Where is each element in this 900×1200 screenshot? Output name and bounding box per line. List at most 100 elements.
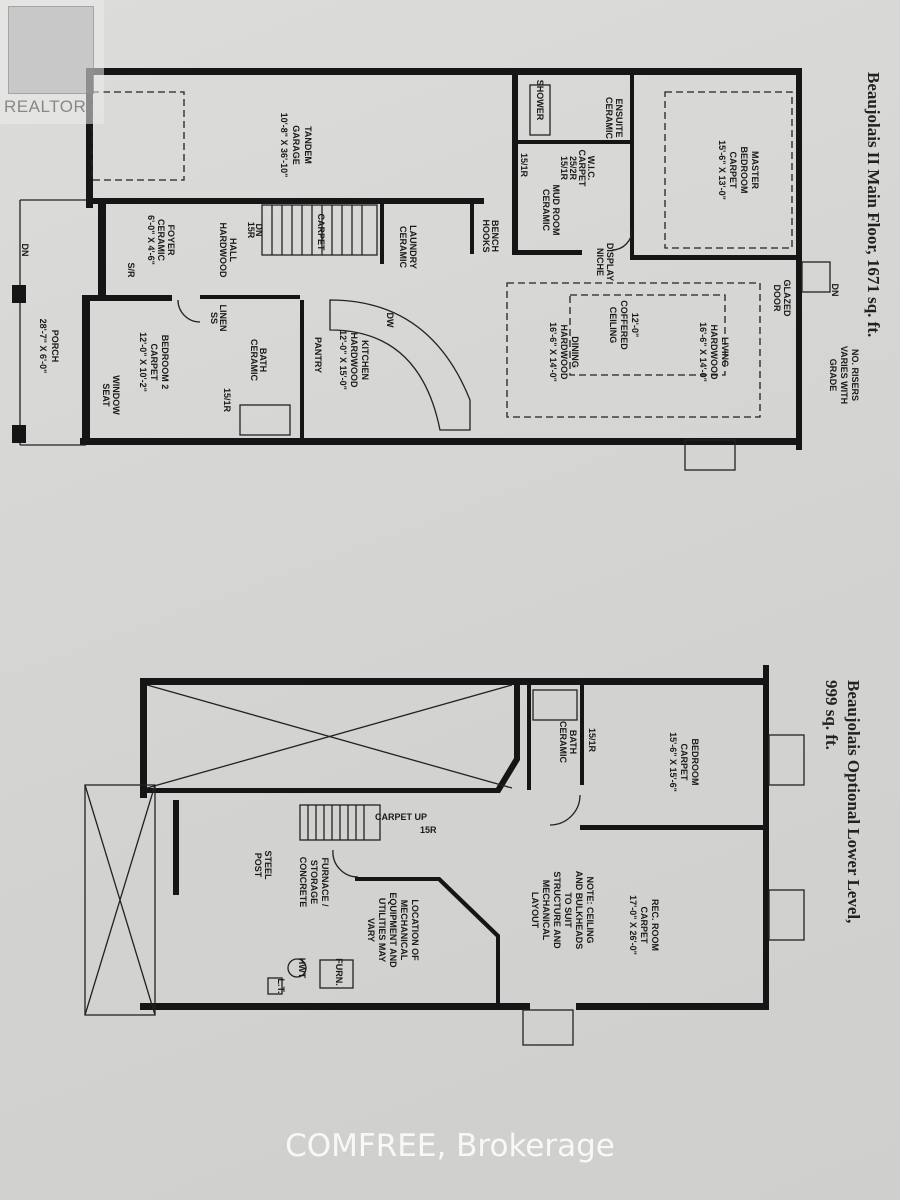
lower-right-wall	[763, 665, 769, 1010]
lower-level-label-bedroom: CARPET	[679, 743, 689, 781]
master-dashed-outline	[664, 91, 793, 249]
main-floor-label-side-dn: DN	[830, 284, 840, 297]
window-well	[522, 1009, 574, 1046]
main-floor-label-foyer: FOYER	[166, 224, 176, 256]
lower-level-label-rec: 17'-0" X 26'-0"	[628, 895, 638, 955]
main-floor-label-bath-risers: 15/1R	[222, 388, 232, 413]
main-floor-label-bedroom2: CARPET	[149, 343, 159, 381]
lower-level-plan	[84, 665, 805, 1046]
main-floor-label-bedroom2: 12'-0" X 10'-2"	[138, 332, 148, 392]
kitchen-left-wall	[300, 300, 304, 440]
lower-level-label-furn: FURN.	[334, 958, 344, 986]
main-floor-label-window-seat: SEAT	[101, 383, 111, 407]
lower-level-label-steel: STEEL	[263, 850, 273, 880]
main-floor-label-linen: LINEN	[218, 305, 228, 332]
main-floor-label-living: HARDWOOD	[709, 325, 719, 380]
main-floor-label-bath: CERAMIC	[249, 339, 259, 381]
main-floor-label-ensuite: ENSUITE	[614, 98, 624, 137]
lower-left-wall	[140, 678, 147, 798]
main-floor-label-niche: NICHE	[595, 248, 605, 276]
lower-level-label-bath-risers: 15/1R	[587, 728, 597, 753]
main-floor-label-mudroom: MUD ROOM	[551, 185, 561, 236]
lower-bathtub	[532, 689, 578, 721]
porch-outline	[19, 199, 86, 446]
unexcavated-wall	[143, 685, 520, 793]
main-floor-label-hall: HALL	[228, 238, 238, 262]
main-floor-label-porch: PORCH	[50, 330, 60, 363]
main-floor-label-garage: 10'-8" X 36'-10"	[279, 113, 289, 178]
main-floor-label-dining: HARDWOOD	[559, 325, 569, 380]
main-floor-title: Beaujolais II Main Floor, 1671 sq. ft.	[864, 72, 883, 337]
lower-level-label-bath: BATH	[568, 730, 578, 754]
main-floor-label-risers: NO. RISERS	[850, 349, 860, 401]
main-floor-label-garage: GARAGE	[291, 125, 301, 165]
unexcavated-porch-area	[84, 784, 156, 1016]
lower-level-label-note: NOTE: CEILING	[585, 877, 595, 944]
lower-stairs	[299, 804, 381, 841]
main-floor-label-glazed: DOOR	[772, 285, 782, 313]
lower-level-label-bedroom: 15'-6" X 15'-6"	[668, 732, 678, 792]
main-floor-label-foyer-risers: S/R	[126, 262, 136, 278]
hot-water-tank	[287, 958, 307, 978]
porch-column	[12, 285, 26, 303]
main-floor-label-laundry: CERAMIC	[398, 226, 408, 268]
main-floor-label-porch-dn: DN	[20, 244, 30, 257]
main-floor-label-stair-carpet: CARPET	[316, 213, 326, 251]
bath-left-wall	[527, 685, 531, 790]
lower-stair-risers: 15R	[420, 825, 437, 835]
lower-level-label-note: LAYOUT	[530, 892, 540, 929]
realtor-logo: REALTOR	[0, 0, 104, 124]
realtor-logo-text: REALTOR	[4, 97, 87, 116]
lower-level-title-line2: 999 sq. ft.	[822, 680, 841, 750]
bay-window	[684, 439, 736, 471]
bedroom2-top-wall	[82, 295, 172, 301]
lower-level-label-hwt: HWT	[297, 958, 307, 979]
suite-left-wall	[512, 75, 518, 255]
lower-level-label-location: EQUIPMENT AND	[388, 892, 398, 968]
lower-level-label-note: AND BULKHEADS	[574, 871, 584, 950]
main-floor-label-wic: CARPET	[577, 149, 587, 187]
main-floor-label-kitchen: HARDWOOD	[349, 333, 359, 388]
bathtub	[239, 404, 291, 436]
main-floor-label-bath: BATH	[258, 348, 268, 372]
lower-stair-label: CARPET UP	[375, 812, 427, 822]
main-floor-label-ceiling: 12'-0"	[630, 313, 640, 337]
foyer-left-wall	[98, 198, 106, 298]
main-floor-label-master: CARPET	[728, 151, 738, 189]
porch-area-cross	[84, 784, 156, 1016]
main-floor-label-wic: 25/2R	[568, 156, 578, 181]
main-floor-label-bench: BENCH	[490, 220, 500, 252]
garage-dashed-outline	[91, 91, 185, 181]
main-floor-label-stair-dn: DN	[254, 224, 264, 237]
main-floor-label-hall: HARDWOOD	[218, 223, 228, 278]
bedroom2-left-wall	[82, 295, 90, 445]
lower-level-label-lt: L.T.	[276, 979, 286, 994]
master-left-wall	[630, 75, 634, 260]
lower-corner	[143, 1005, 153, 1010]
main-floor-label-linen: SS	[209, 312, 219, 324]
lower-bottom-wall	[576, 1003, 769, 1010]
lower-level-label-location: VARY	[366, 918, 376, 942]
lower-level-label-note: TO SUIT	[563, 892, 573, 928]
stairs	[261, 204, 378, 256]
porch-column	[12, 425, 26, 443]
lower-level-label-note: STRUCTURE AND	[552, 871, 562, 949]
kitchen-island-curve	[329, 299, 471, 431]
realtor-r-mark	[8, 6, 94, 94]
main-floor-label-dining: DINING	[570, 336, 580, 368]
main-floor-label-niche: DISPLAY	[605, 243, 615, 281]
main-floor-label-wic: 15/1R	[559, 156, 569, 181]
main-floor-label-stair-dn: 15R	[246, 222, 256, 239]
main-floor-label-master: 15'-6" X 13'-0"	[717, 140, 727, 200]
unexcavated-cross	[146, 684, 513, 789]
master-bottom-wall	[630, 255, 800, 260]
shower	[529, 84, 551, 136]
brokerage-watermark: COMFREE, Brokerage	[285, 1128, 615, 1164]
lower-level-label-location: UTILITIES MAY	[377, 898, 387, 962]
garage-bottom-wall	[86, 198, 484, 204]
main-floor-label-bench: HOOKS	[481, 219, 491, 252]
main-floor-label-bedroom2: BEDROOM 2	[160, 335, 170, 390]
coffered-ceiling-outline	[569, 294, 726, 376]
